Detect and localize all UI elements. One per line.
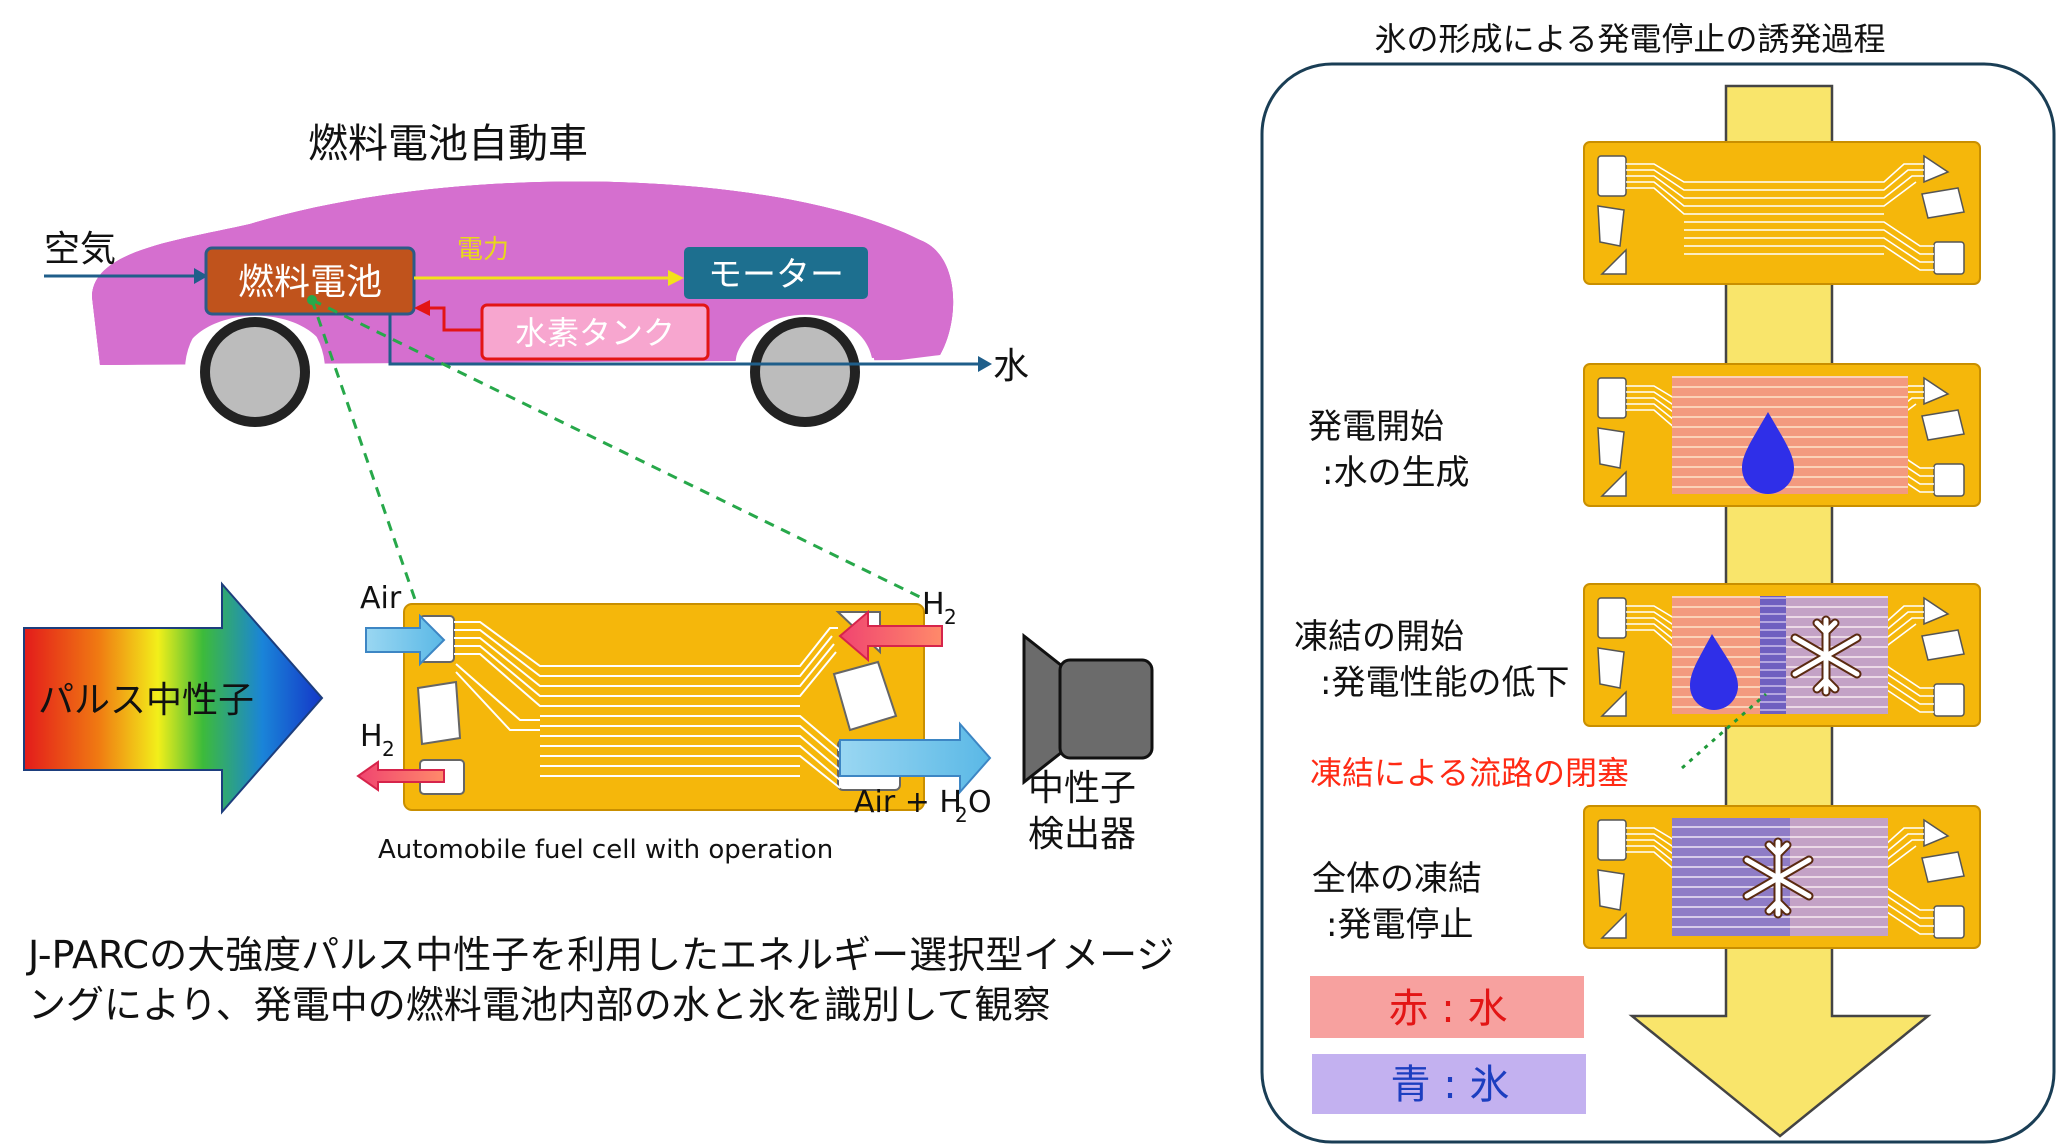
stage3-label-2: :発電性能の低下 [1320,663,1569,703]
motor-label: モーター [708,255,844,295]
stage2-label-2: :水の生成 [1322,453,1469,493]
cell-caption: Automobile fuel cell with operation [378,835,833,865]
stage3-label-1: 凍結の開始 [1294,617,1464,657]
legend-water-label: 赤 : 水 [1389,986,1508,1032]
air-label: 空気 [44,229,116,270]
zoom-line-left [310,299,422,615]
h2-in-arrow [838,609,943,663]
neutron-arrow [23,581,324,815]
motor-box [684,247,868,299]
h2-out-label: H [360,719,383,754]
h2-out-subscript: 2 [382,737,395,761]
zoom-line-right [311,298,923,600]
blockage-pointer [1681,692,1767,770]
process-title: 氷の形成による発電停止の誘発過程 [1374,20,1885,58]
air-in-label: Air [360,581,402,616]
legend-ice-swatch [1312,1054,1586,1114]
exhaust-label-a: Air + H [854,785,962,820]
neutron-label: パルス中性子 [38,680,254,721]
stage4-cell [1583,805,1981,949]
legend-ice-label: 青 : 氷 [1391,1062,1510,1108]
stage3-cell [1583,583,1981,727]
exhaust-subscript: 2 [955,803,968,827]
car-body-cut [92,181,954,365]
air-in-arrow [365,613,446,667]
water-drop-icon [1742,412,1794,494]
stage4-label-1: 全体の凍結 [1312,859,1482,899]
detector-label-2: 検出器 [1028,814,1136,855]
exhaust-arrow [839,721,992,795]
h2-tank-box [480,303,710,361]
h2-feed-arrow [428,306,482,332]
water-label: 水 [993,346,1029,387]
detector-label-1: 中性子 [1028,768,1136,809]
h2-in-label: H [922,587,945,622]
fuel-cell-box [204,246,416,316]
h2-tank-label: 水素タンク [515,314,675,352]
power-label: 電力 [457,235,509,265]
stage2-label-1: 発電開始 [1308,407,1444,447]
stage1-cell [1583,141,1981,285]
h2-in-subscript: 2 [944,605,957,629]
water-drop-icon-2 [1690,634,1738,710]
stage4-label-2: :発電停止 [1326,905,1473,945]
car-wheel-front [185,300,325,440]
water-arrow [388,314,980,366]
stage2-cell [1583,363,1981,507]
blockage-label: 凍結による流路の閉塞 [1310,754,1629,792]
legend-water-swatch [1310,976,1584,1038]
car-title: 燃料電池自動車 [308,121,588,167]
description-text: J-PARCの大強度パルス中性子を利用したエネルギー選択型イメージングにより、発… [28,933,1175,1027]
exhaust-label-b: O [968,785,992,820]
detector-icon [1022,632,1154,786]
h2-out-arrow [356,760,445,792]
car-wheel-rear [735,300,875,440]
